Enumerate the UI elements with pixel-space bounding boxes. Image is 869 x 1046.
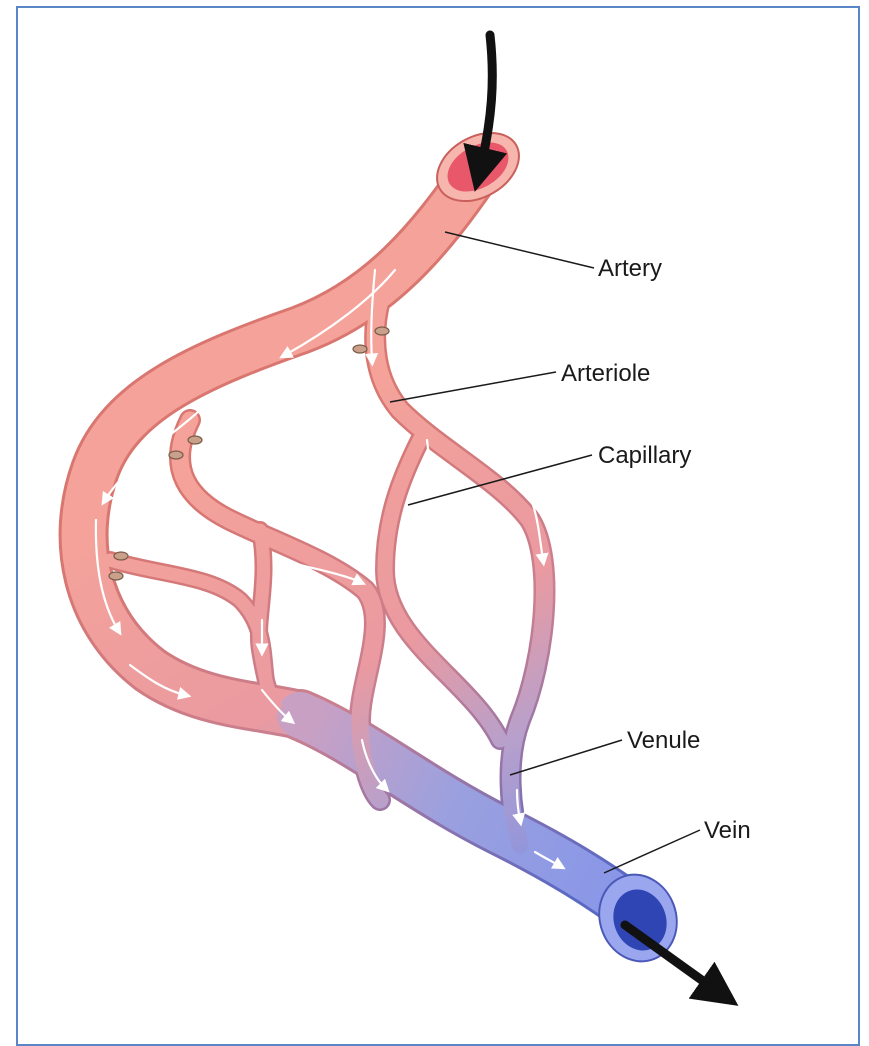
venule-label: Venule (627, 727, 700, 754)
vein-label: Vein (704, 817, 751, 844)
sphincter-ring (353, 345, 367, 353)
artery-leader (445, 232, 594, 268)
sphincter-ring (109, 572, 123, 580)
artery-label: Artery (598, 255, 662, 282)
arteriole-label: Arteriole (561, 360, 650, 387)
vascular-network-diagram: Artery Arteriole Capillary Venule Vein (0, 0, 869, 1016)
sphincter-ring (375, 327, 389, 335)
venule-leader (510, 740, 622, 775)
sphincter-ring (169, 451, 183, 459)
sphincter-ring (188, 436, 202, 444)
sphincter-ring (114, 552, 128, 560)
capillary-label: Capillary (598, 442, 691, 469)
vein-leader (604, 830, 700, 873)
vessel-fills (84, 170, 640, 915)
arteriole-leader (390, 372, 556, 402)
